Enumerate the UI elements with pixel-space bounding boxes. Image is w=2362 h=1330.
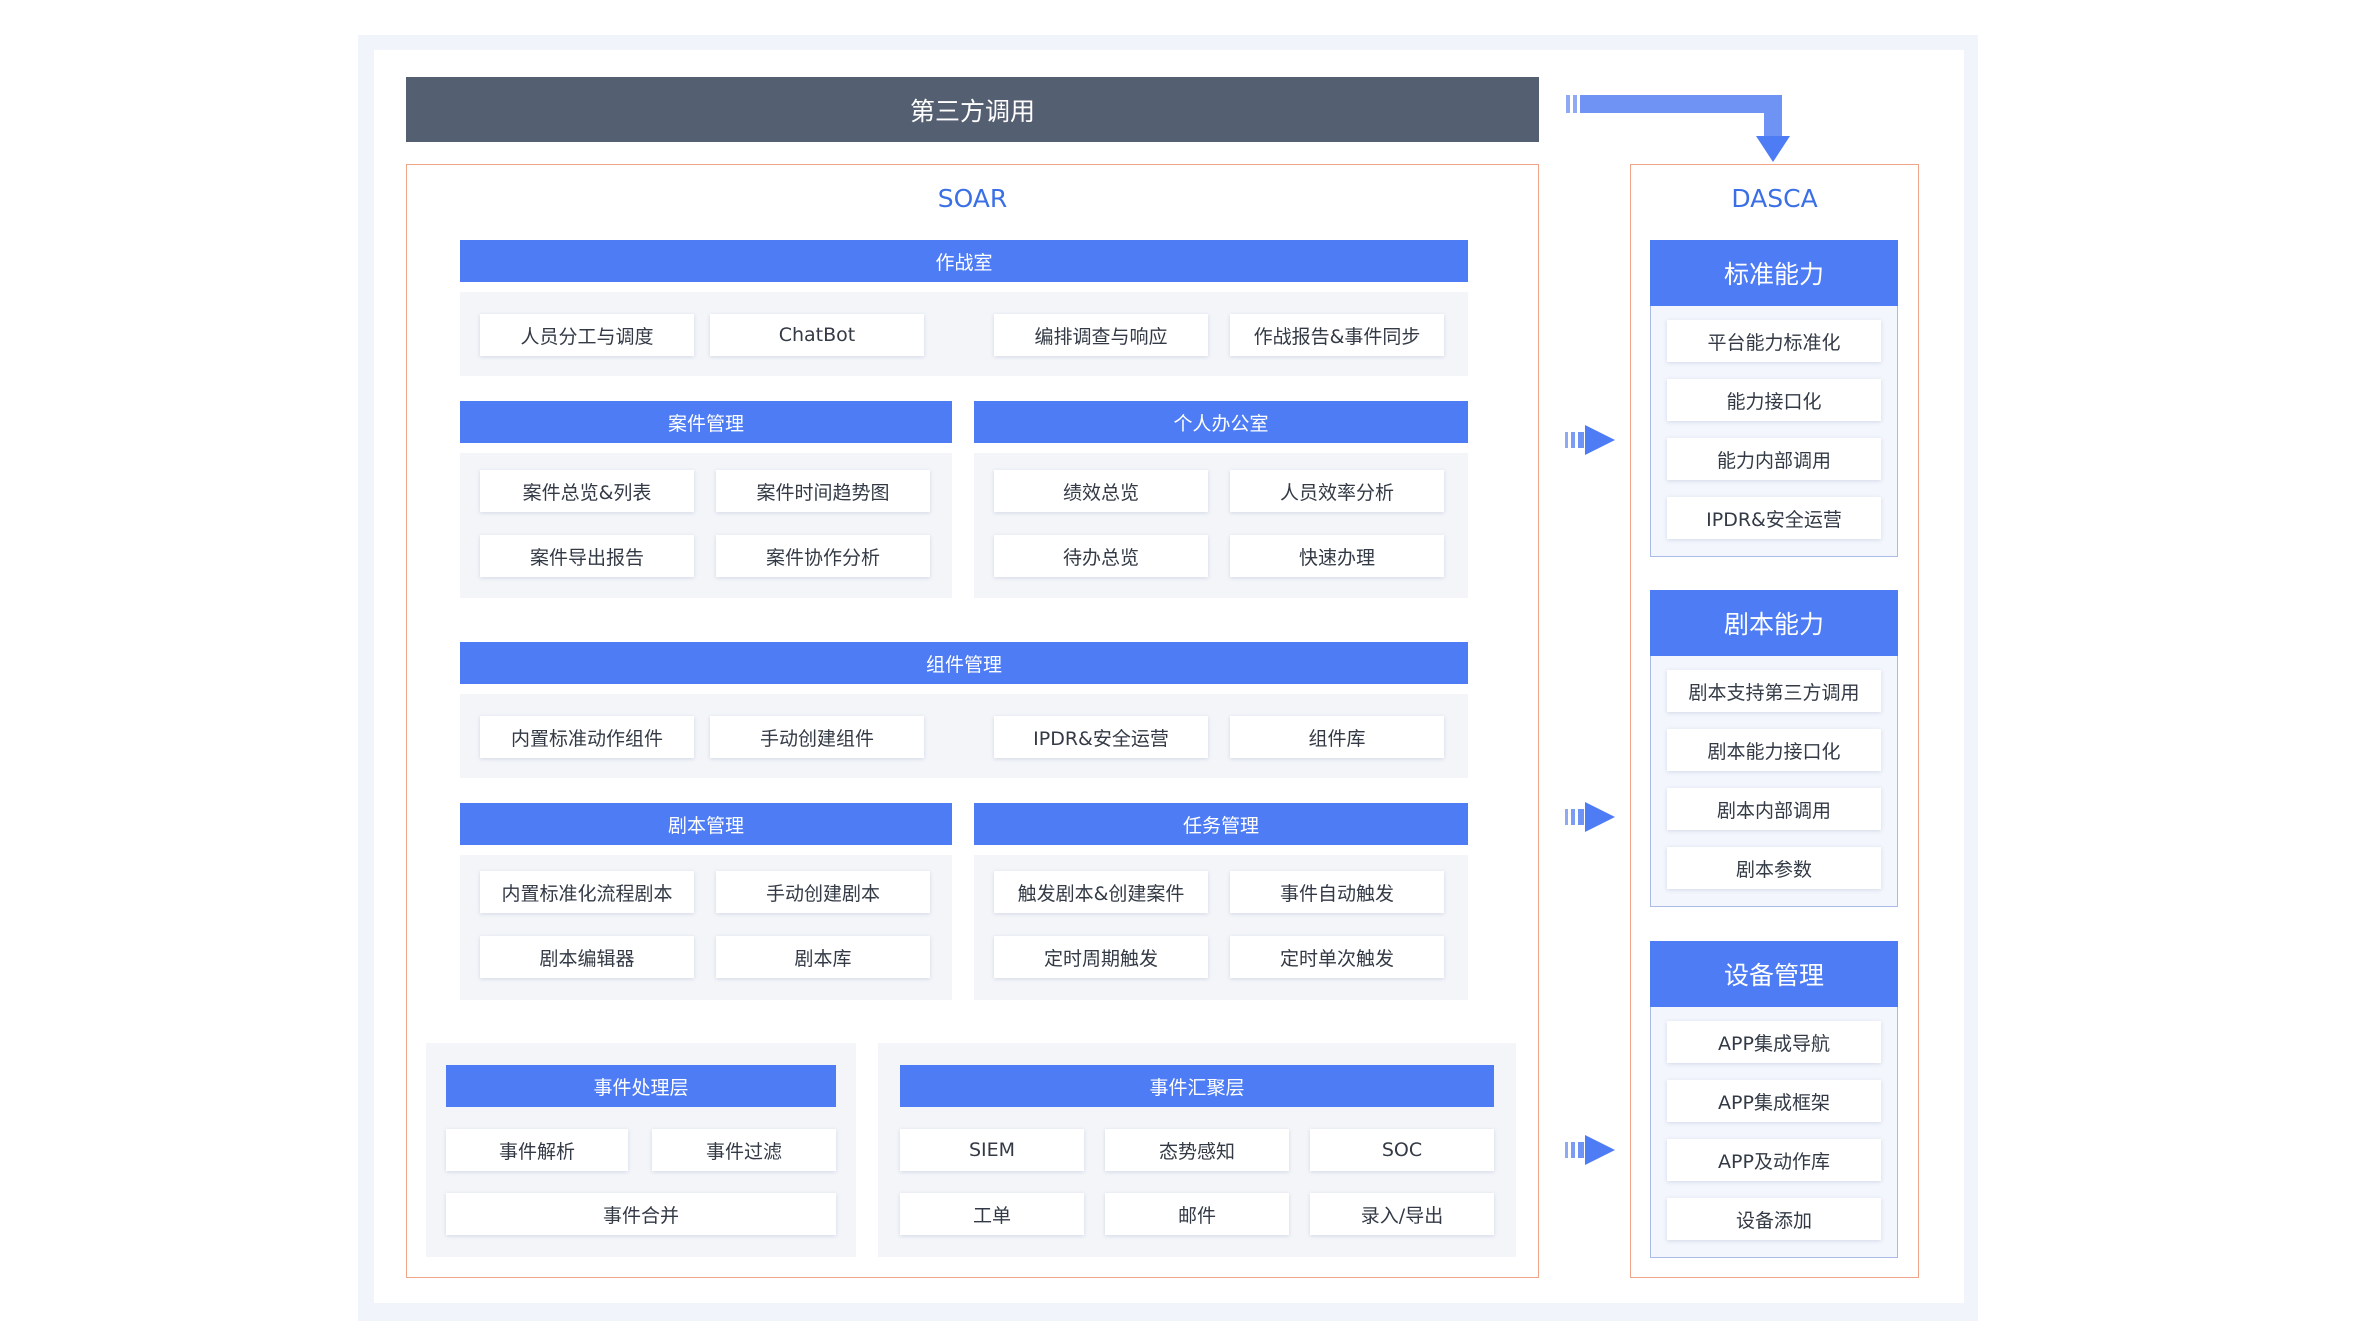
standard-capability-item: 能力接口化	[1667, 379, 1881, 421]
event-aggregation-item: 邮件	[1105, 1193, 1289, 1235]
event-processing-item: 事件解析	[446, 1129, 628, 1171]
event-processing-header: 事件处理层	[446, 1065, 836, 1107]
dasca-title: DASCA	[1731, 184, 1818, 213]
playbook-capability-item: 剧本内部调用	[1667, 788, 1881, 830]
component-mgmt-item: 内置标准动作组件	[480, 716, 694, 758]
device-mgmt-item: APP及动作库	[1667, 1139, 1881, 1181]
personal-office-header: 个人办公室	[974, 401, 1468, 443]
soar-to-dasca-arrow-icon	[1565, 802, 1615, 832]
task-mgmt-item: 触发剧本&创建案件	[994, 871, 1208, 913]
personal-office-item: 快速办理	[1230, 535, 1444, 577]
event-aggregation-item: 工单	[900, 1193, 1084, 1235]
standard-capability-item: 能力内部调用	[1667, 438, 1881, 480]
event-aggregation-header: 事件汇聚层	[900, 1065, 1494, 1107]
case-mgmt-item: 案件协作分析	[716, 535, 930, 577]
playbook-capability-header: 剧本能力	[1650, 590, 1898, 656]
component-mgmt-item: IPDR&安全运营	[994, 716, 1208, 758]
event-processing-item: 事件过滤	[652, 1129, 836, 1171]
playbook-capability-item: 剧本能力接口化	[1667, 729, 1881, 771]
playbook-capability-item: 剧本参数	[1667, 847, 1881, 889]
war-room-item: 编排调查与响应	[994, 314, 1208, 356]
war-room-header: 作战室	[460, 240, 1468, 282]
task-mgmt-header: 任务管理	[974, 803, 1468, 845]
case-mgmt-item: 案件时间趋势图	[716, 470, 930, 512]
playbook-mgmt-item: 剧本编辑器	[480, 936, 694, 978]
standard-capability-item: IPDR&安全运营	[1667, 497, 1881, 539]
component-mgmt-item: 手动创建组件	[710, 716, 924, 758]
soar-to-dasca-arrow-icon	[1565, 425, 1615, 455]
task-mgmt-item: 定时周期触发	[994, 936, 1208, 978]
playbook-mgmt-item: 手动创建剧本	[716, 871, 930, 913]
device-mgmt-item: APP集成导航	[1667, 1021, 1881, 1063]
soar-title: SOAR	[937, 184, 1008, 213]
playbook-capability-item: 剧本支持第三方调用	[1667, 670, 1881, 712]
personal-office-item: 绩效总览	[994, 470, 1208, 512]
event-aggregation-item: 态势感知	[1105, 1129, 1289, 1171]
soar-to-dasca-arrow-icon	[1565, 1135, 1615, 1165]
component-mgmt-item: 组件库	[1230, 716, 1444, 758]
case-mgmt-item: 案件总览&列表	[480, 470, 694, 512]
event-aggregation-item: SIEM	[900, 1129, 1084, 1171]
standard-capability-header: 标准能力	[1650, 240, 1898, 306]
component-mgmt-header: 组件管理	[460, 642, 1468, 684]
dasca-frame	[1630, 164, 1919, 1278]
third-party-call-bar: 第三方调用	[406, 77, 1539, 142]
device-mgmt-item: 设备添加	[1667, 1198, 1881, 1240]
task-mgmt-item: 事件自动触发	[1230, 871, 1444, 913]
personal-office-item: 人员效率分析	[1230, 470, 1444, 512]
playbook-mgmt-item: 剧本库	[716, 936, 930, 978]
war-room-item: ChatBot	[710, 314, 924, 356]
event-aggregation-item: 录入/导出	[1310, 1193, 1494, 1235]
personal-office-item: 待办总览	[994, 535, 1208, 577]
war-room-item: 作战报告&事件同步	[1230, 314, 1444, 356]
playbook-mgmt-item: 内置标准化流程剧本	[480, 871, 694, 913]
event-processing-item: 事件合并	[446, 1193, 836, 1235]
standard-capability-item: 平台能力标准化	[1667, 320, 1881, 362]
event-aggregation-item: SOC	[1310, 1129, 1494, 1171]
case-mgmt-header: 案件管理	[460, 401, 952, 443]
device-mgmt-header: 设备管理	[1650, 941, 1898, 1007]
playbook-mgmt-header: 剧本管理	[460, 803, 952, 845]
war-room-item: 人员分工与调度	[480, 314, 694, 356]
device-mgmt-item: APP集成框架	[1667, 1080, 1881, 1122]
task-mgmt-item: 定时单次触发	[1230, 936, 1444, 978]
soar-frame	[406, 164, 1539, 1278]
third-party-to-dasca-arrow-icon	[1566, 95, 1790, 162]
case-mgmt-item: 案件导出报告	[480, 535, 694, 577]
